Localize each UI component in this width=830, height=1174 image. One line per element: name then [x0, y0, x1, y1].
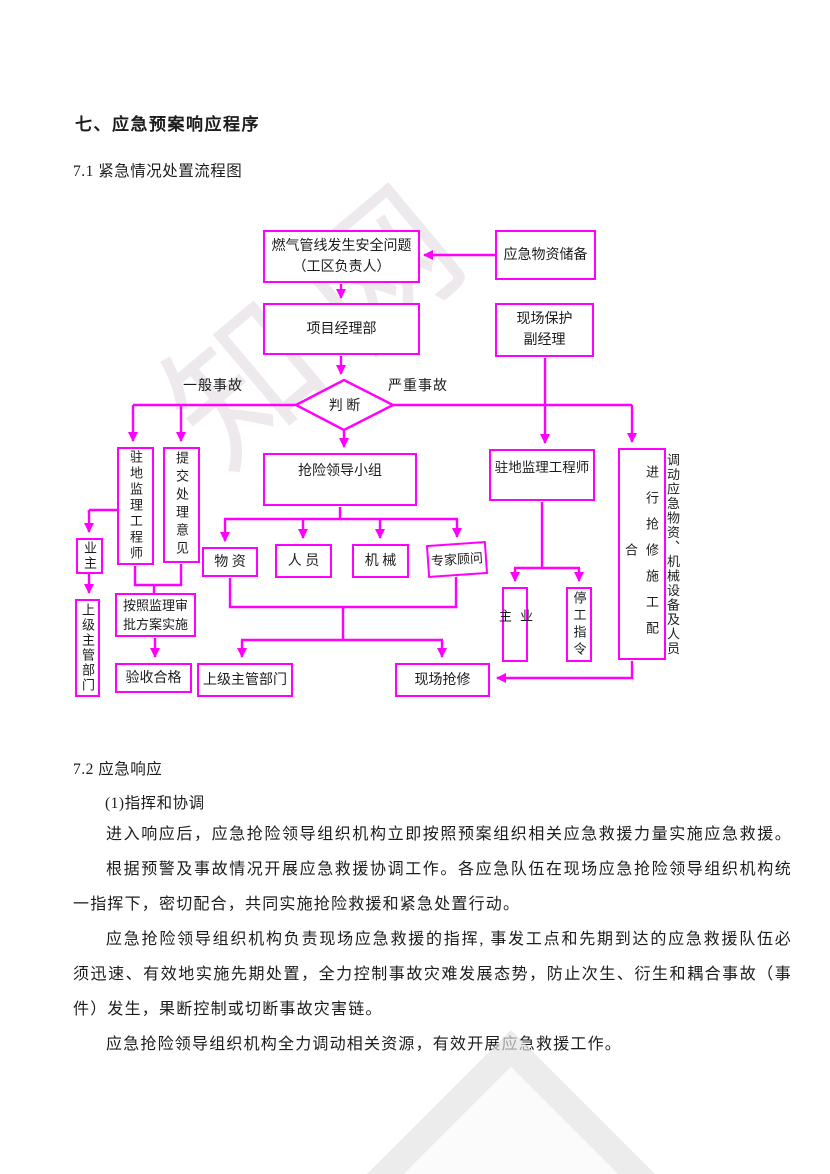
body-line: 须迅速、有效地实施先期处置，全力控制事故灾难发展态势，防止次生、衍生和耦合事故（… — [73, 966, 792, 983]
node-mobilize-col-left: 进行抢修施工配合 — [623, 464, 659, 647]
node-gas-problem-line2: （工区负责人） — [292, 259, 391, 275]
node-follow-plan-line1: 按照监理审 — [122, 598, 188, 613]
node-stop-work-order: 停工指令 — [566, 587, 592, 662]
node-owner-right: 业主 — [497, 587, 533, 662]
node-site-protect-line1: 现场保护 — [516, 312, 573, 327]
node-materials: 物 资 — [202, 547, 258, 577]
node-gas-problem: 燃气管线发生安全问题 （工区负责人） — [263, 230, 420, 283]
node-machinery: 机 械 — [352, 544, 409, 578]
body-line: 一指挥下，密切配合，共同实施抢险救援和紧急处置行动。 — [73, 896, 521, 913]
node-owner-left: 业主 — [76, 538, 103, 574]
subsection-7-2-1-heading: (1)指挥和协调 — [105, 795, 205, 812]
body-line: 应急抢险领导组织机构负责现场应急救援的指挥, 事发工点和先期到达的应急救援队伍必 — [106, 931, 792, 948]
node-superior-dept-left: 上级主管部门 — [75, 599, 100, 697]
node-site-repair: 现场抢修 — [395, 663, 490, 697]
node-follow-plan-line2: 批方案实施 — [122, 617, 188, 632]
node-rescue-group: 抢险领导小组 — [263, 453, 417, 506]
body-line: 应急抢险领导组织机构全力调动相关资源，有效开展应急救援工作。 — [106, 1036, 623, 1053]
node-resident-engineer-left: 驻地监理工程师 — [117, 447, 154, 565]
page-title: 七、应急预案响应程序 — [75, 115, 260, 134]
node-supplies-store: 应急物资储备 — [495, 230, 596, 280]
node-decision: 判 断 — [328, 399, 361, 414]
node-site-protect-line2: 副经理 — [523, 333, 566, 348]
section-7-1-heading: 7.1 紧急情况处置流程图 — [73, 163, 243, 180]
node-expert-advisor: 专家顾问 — [425, 540, 489, 579]
section-7-2-heading: 7.2 应急响应 — [73, 761, 163, 778]
node-project-dept: 项目经理部 — [263, 303, 420, 355]
body-line: 件）发生，果断控制或切断事故灾害链。 — [73, 1001, 383, 1018]
branch-label-severe: 严重事故 — [388, 379, 448, 394]
body-line: 根据预警及事故情况开展应急救援协调工作。各应急队伍在现场应急抢险领导组织机构统 — [106, 861, 792, 878]
node-resident-engineer-right: 驻地监理工程师 — [489, 449, 595, 501]
node-follow-plan: 按照监理审 批方案实施 — [115, 593, 196, 637]
node-gas-problem-line1: 燃气管线发生安全问题 — [271, 238, 412, 254]
node-mobilize-resources: 进行抢修施工配合 调动应急物资、机械设备及人员 — [618, 448, 680, 660]
node-site-protect: 现场保护 副经理 — [495, 303, 594, 357]
node-accept-ok: 验收合格 — [115, 663, 192, 693]
node-mobilize-col-right: 调动应急物资、机械设备及人员 — [665, 453, 680, 656]
node-submit-opinion: 提交处理意见 — [163, 447, 200, 563]
node-personnel: 人 员 — [275, 544, 332, 578]
node-superior-dept: 上级主管部门 — [197, 663, 293, 697]
branch-label-general: 一般事故 — [183, 379, 243, 394]
body-line: 进入响应后，应急抢险领导组织机构立即按照预案组织相关应急救援力量实施应急救援。 — [106, 826, 792, 843]
